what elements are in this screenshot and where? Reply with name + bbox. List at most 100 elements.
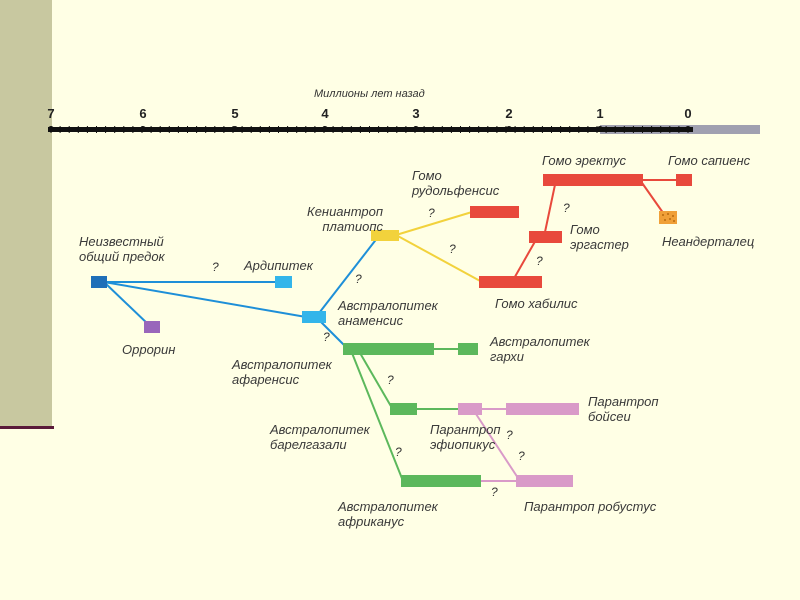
label-rudolfensis-line1: Гомо bbox=[412, 168, 442, 183]
link-afarensis-africanus bbox=[351, 352, 404, 482]
label-afarensis-line1: Австралопитек bbox=[232, 357, 332, 372]
label-africanus-line2: африканус bbox=[338, 514, 405, 529]
label-boisei-line1: Парантроп bbox=[588, 394, 659, 409]
tick-1 bbox=[597, 126, 603, 132]
uncertain-mark: ? bbox=[449, 242, 456, 256]
dot bbox=[672, 215, 674, 217]
bar-anamensis bbox=[302, 311, 326, 323]
axis-major-ticks bbox=[48, 126, 691, 132]
uncertain-mark: ? bbox=[355, 272, 362, 286]
label-boisei-line2: бойсеи bbox=[588, 409, 631, 424]
bar-boisei bbox=[506, 403, 579, 415]
dot bbox=[673, 220, 675, 222]
label-robustus: Парантроп робустус bbox=[524, 499, 657, 514]
label-neanderthal: Неандерталец bbox=[662, 234, 755, 249]
uncertain-mark: ? bbox=[563, 201, 570, 215]
uncertain-mark: ? bbox=[387, 373, 394, 387]
bar-aethiopicus bbox=[458, 403, 482, 415]
tick-7 bbox=[48, 126, 54, 132]
link-aethiopicus-robustus bbox=[475, 413, 519, 479]
tick-label-1: 1 bbox=[596, 106, 604, 121]
uncertain-mark: ? bbox=[491, 485, 498, 499]
label-kenyanthropus: Кениантроп платиопс bbox=[285, 204, 383, 234]
label-ergaster: Гомо эргастер bbox=[570, 222, 629, 252]
link-ancestor-anamensis bbox=[103, 281, 307, 318]
tick-label-5: 5 bbox=[231, 106, 239, 121]
label-africanus-line1: Австралопитек bbox=[338, 499, 438, 514]
link-ancestor-orrorin bbox=[103, 281, 151, 327]
bar-robustus bbox=[516, 475, 573, 487]
tick-label-2: 2 bbox=[505, 106, 513, 121]
bar-bahrelghazali bbox=[390, 403, 417, 415]
label-aethiopicus-line1: Парантроп bbox=[430, 422, 501, 437]
link-anamensis-kenyanthropus bbox=[315, 236, 379, 318]
label-ergaster-line1: Гомо bbox=[570, 222, 600, 237]
tick-2 bbox=[506, 126, 512, 132]
label-sapiens: Гомо сапиенс bbox=[668, 153, 751, 168]
label-anamensis-line2: анаменсис bbox=[338, 313, 404, 328]
tick-label-7: 7 bbox=[47, 106, 55, 121]
time-axis-line bbox=[48, 127, 693, 132]
species-bars bbox=[91, 174, 692, 487]
tick-6 bbox=[140, 126, 146, 132]
bar-afarensis bbox=[343, 343, 434, 355]
label-kenyanthropus-line2: платиопс bbox=[322, 219, 383, 234]
link-erectus-neanderthal bbox=[639, 179, 667, 218]
label-garhi-line1: Австралопитек bbox=[490, 334, 590, 349]
tick-3 bbox=[413, 126, 419, 132]
label-ergaster-line2: эргастер bbox=[570, 237, 629, 252]
tick-4 bbox=[322, 126, 328, 132]
tick-5 bbox=[232, 126, 238, 132]
label-ardipithecus: Ардипитек bbox=[244, 258, 313, 273]
link-habilis-ergaster bbox=[511, 237, 538, 283]
label-orrorin: Оррорин bbox=[122, 342, 176, 357]
label-aethiopicus-line2: эфиопикус bbox=[430, 437, 496, 452]
bar-habilis bbox=[479, 276, 542, 288]
bar-erectus bbox=[543, 174, 643, 186]
dot bbox=[662, 214, 664, 216]
label-kenyanthropus-line1: Кениантроп bbox=[307, 204, 383, 219]
bar-sapiens bbox=[676, 174, 692, 186]
label-bahrelghazali-line1: Австралопитек bbox=[270, 422, 370, 437]
link-afarensis-bahrelghazali bbox=[359, 352, 393, 409]
bar-ardipithecus bbox=[275, 276, 292, 288]
axis-title: Миллионы лет назад bbox=[314, 88, 425, 100]
uncertain-mark: ? bbox=[395, 445, 402, 459]
label-afarensis: Австралопитек афаренсис bbox=[232, 357, 332, 387]
tick-label-4: 4 bbox=[321, 106, 329, 121]
bar-garhi bbox=[458, 343, 478, 355]
uncertain-mark: ? bbox=[323, 330, 330, 344]
tick-label-3: 3 bbox=[412, 106, 420, 121]
bar-rudolfensis bbox=[470, 206, 519, 218]
label-rudolfensis-line2: рудольфенсис bbox=[412, 183, 500, 198]
dot bbox=[667, 213, 669, 215]
connector-lines bbox=[103, 179, 677, 482]
tick-label-0: 0 bbox=[684, 106, 692, 121]
dot bbox=[669, 218, 671, 220]
bar-ergaster bbox=[529, 231, 562, 243]
uncertain-mark: ? bbox=[506, 428, 513, 442]
label-anamensis: Австралопитек анаменсис bbox=[338, 298, 438, 328]
dot bbox=[664, 219, 666, 221]
label-boisei: Парантроп бойсеи bbox=[588, 394, 659, 424]
sidebar-divider bbox=[0, 426, 54, 429]
label-garhi: Австралопитек гархи bbox=[490, 334, 590, 364]
label-bahrelghazali-line2: барелгазали bbox=[270, 437, 347, 452]
label-erectus: Гомо эректус bbox=[542, 153, 627, 168]
label-habilis: Гомо хабилис bbox=[495, 296, 578, 311]
bar-africanus bbox=[401, 475, 481, 487]
label-garhi-line2: гархи bbox=[490, 349, 525, 364]
label-afarensis-line2: афаренсис bbox=[232, 372, 300, 387]
label-ancestor-line2: общий предок bbox=[79, 249, 165, 264]
link-kenyanthropus-rudolfensis bbox=[395, 211, 473, 236]
label-rudolfensis: Гомо рудольфенсис bbox=[412, 168, 499, 198]
label-africanus: Австралопитек африканус bbox=[338, 499, 438, 529]
neanderthal-bar-dots bbox=[662, 213, 675, 222]
uncertain-mark: ? bbox=[518, 449, 525, 463]
label-bahrelghazali: Австралопитек барелгазали bbox=[270, 422, 370, 452]
label-anamensis-line1: Австралопитек bbox=[338, 298, 438, 313]
uncertain-mark: ? bbox=[428, 206, 435, 220]
sidebar-panel bbox=[0, 0, 52, 428]
